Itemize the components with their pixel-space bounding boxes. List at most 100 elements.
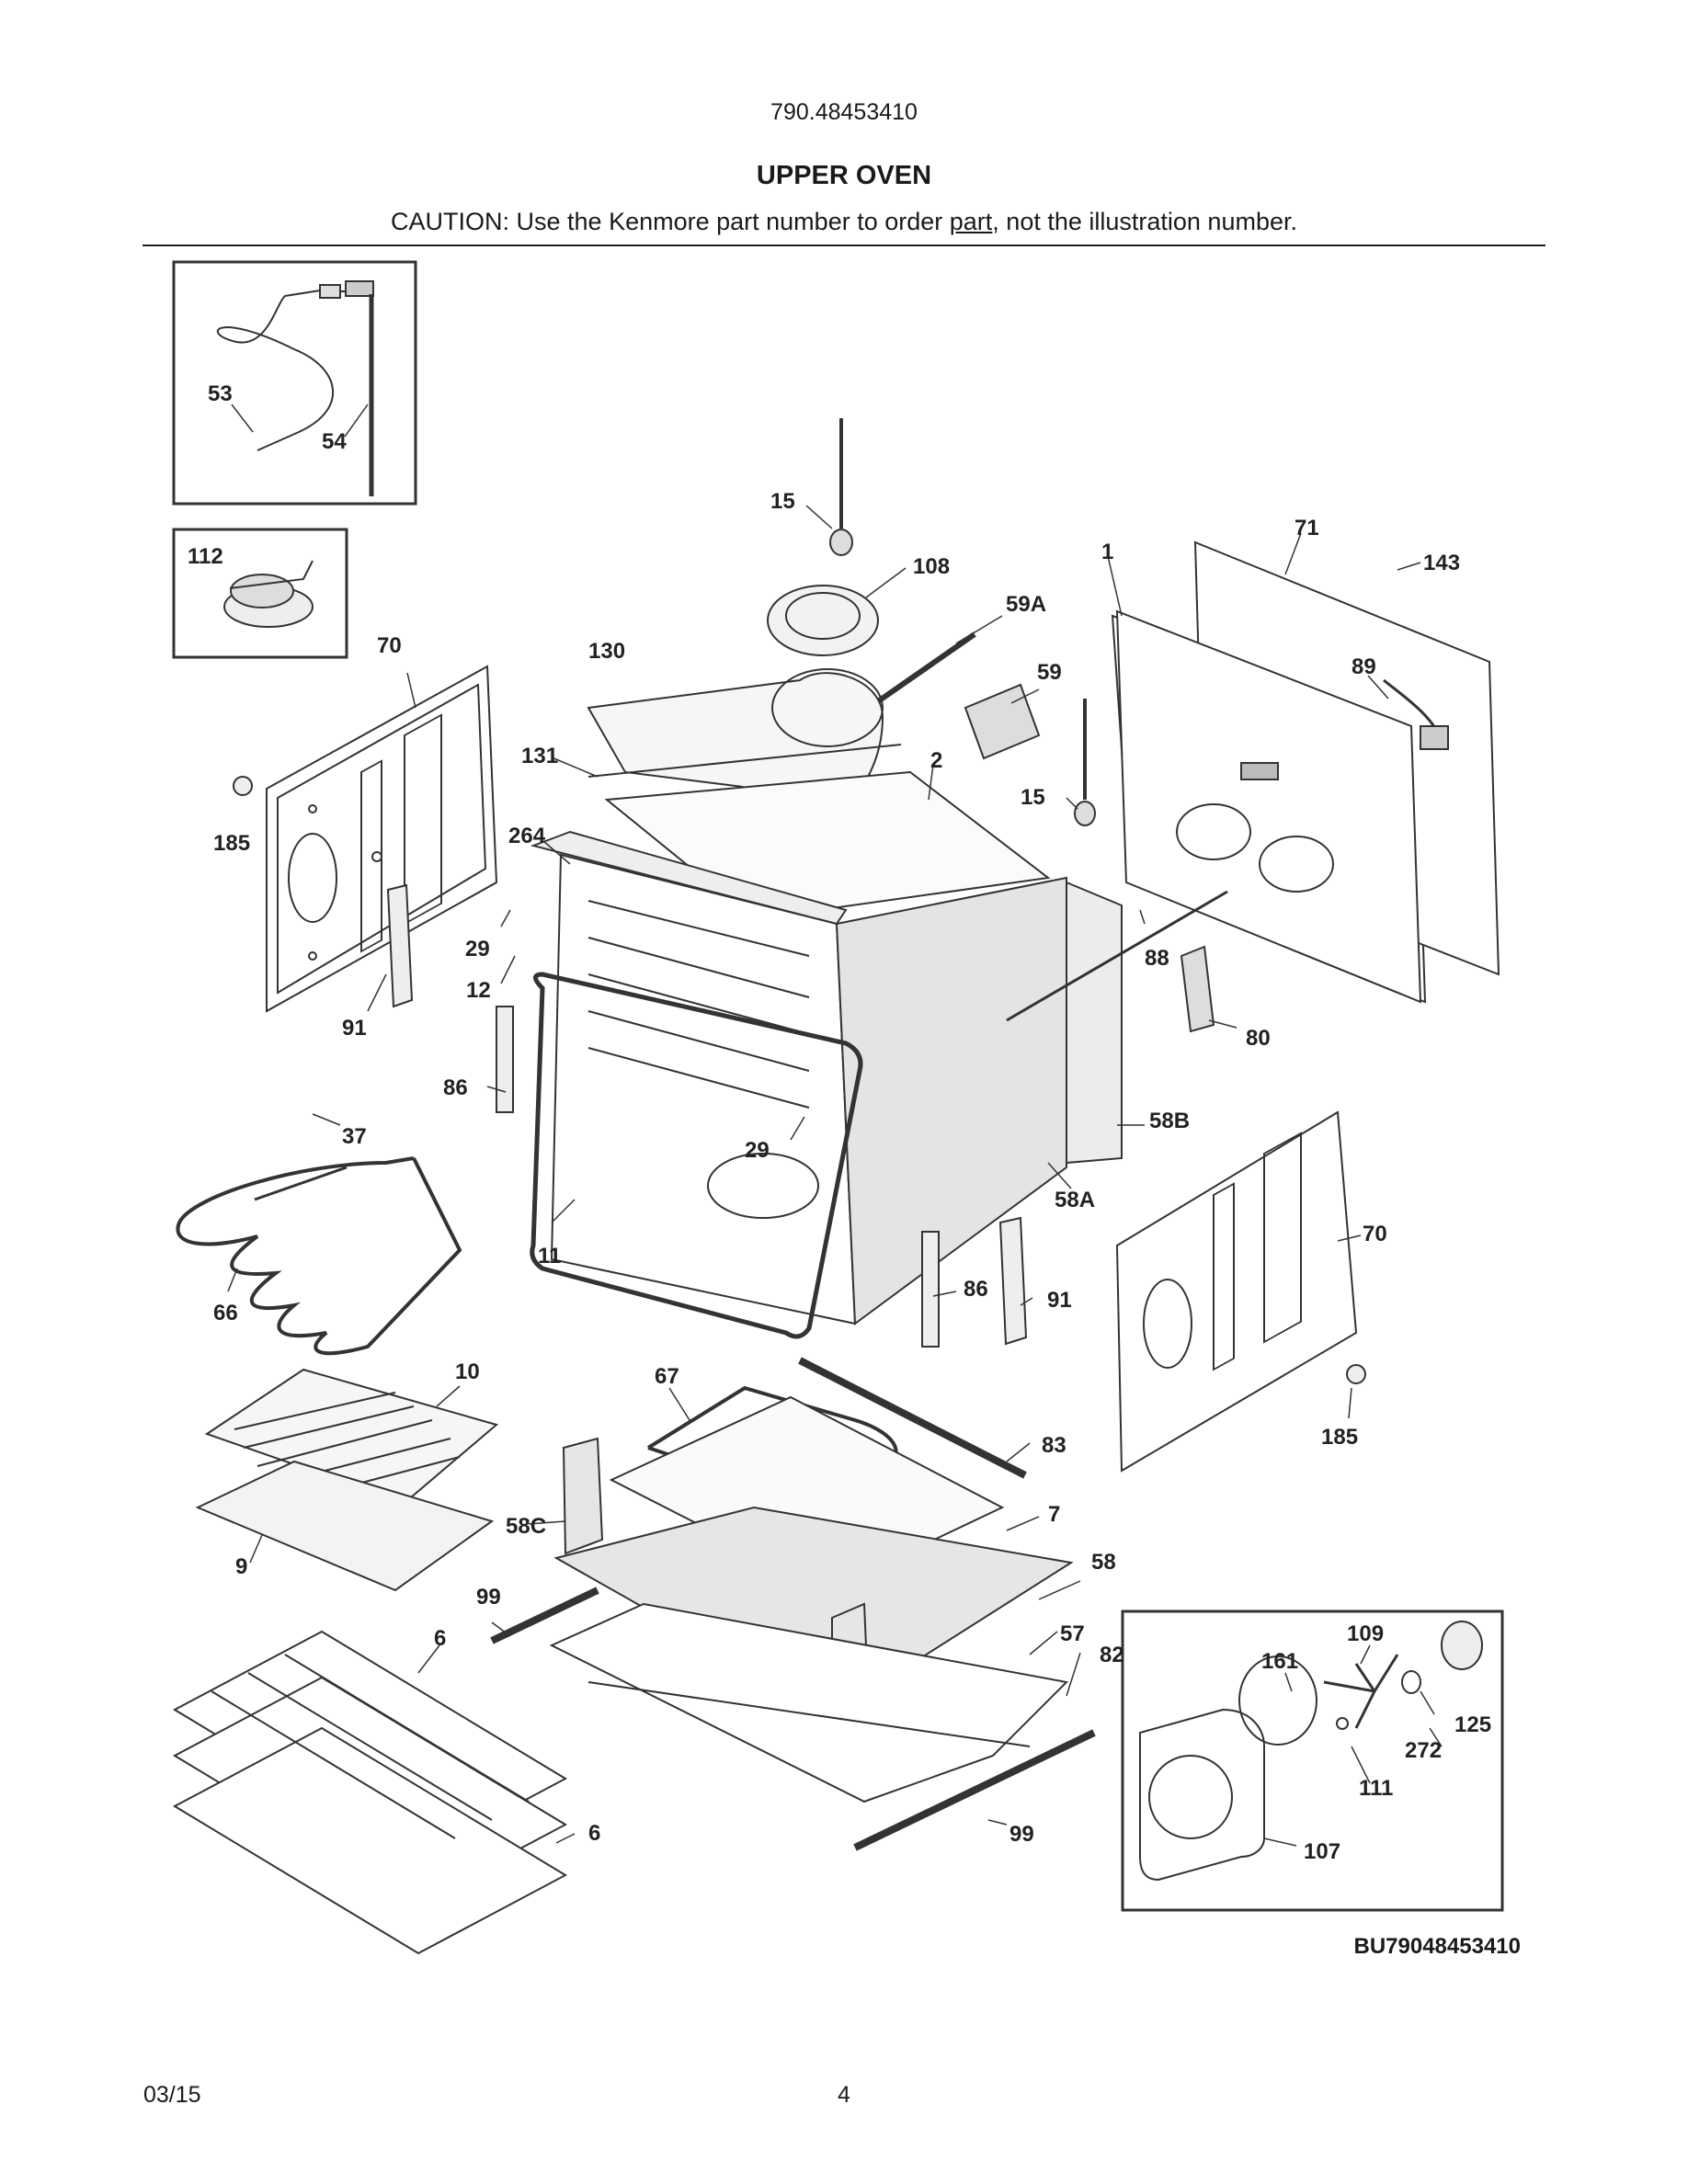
side-trim-strip-right — [998, 1216, 1028, 1346]
callout-53: 53 — [208, 381, 233, 406]
wire-harness-89-part — [1383, 678, 1449, 750]
callout-82: 82 — [1100, 1643, 1124, 1667]
callout-10: 10 — [455, 1359, 480, 1384]
callout-107: 107 — [1304, 1839, 1340, 1864]
callout-86-right: 86 — [964, 1277, 988, 1302]
footer-date: 03/15 — [143, 2082, 201, 2108]
callout-91-right: 91 — [1047, 1288, 1072, 1313]
nut-272 — [1401, 1670, 1421, 1694]
inset-probe-box — [172, 260, 417, 506]
callout-11: 11 — [538, 1244, 561, 1268]
callout-29-lower: 29 — [745, 1138, 770, 1163]
fan-element-161 — [1238, 1655, 1317, 1746]
callout-111: 111 — [1359, 1776, 1393, 1801]
callout-54: 54 — [322, 429, 347, 454]
broiler-pan-part — [195, 1368, 499, 1592]
callout-6-lower: 6 — [588, 1821, 600, 1846]
callout-66: 66 — [213, 1301, 238, 1325]
inset-convection-fan-box — [1121, 1610, 1504, 1912]
caution-text-end: , not the illustration number. — [992, 208, 1297, 235]
callout-131: 131 — [521, 744, 558, 768]
callout-58b: 58B — [1149, 1109, 1190, 1133]
insulation-58c-part — [562, 1437, 604, 1555]
callout-89: 89 — [1352, 654, 1376, 679]
broil-element-part — [176, 1156, 462, 1356]
callout-185-left: 185 — [213, 831, 250, 856]
callout-109: 109 — [1347, 1621, 1384, 1646]
meat-probe-part — [216, 284, 360, 451]
callout-57: 57 — [1060, 1621, 1085, 1646]
fan-blade-109 — [1323, 1654, 1399, 1729]
callout-58: 58 — [1091, 1550, 1116, 1575]
side-sensor-15-tip — [1074, 801, 1096, 826]
callout-67: 67 — [655, 1364, 679, 1389]
hinge-receiver-left — [496, 1006, 514, 1113]
bracket-83-part — [798, 1357, 1027, 1479]
callout-112: 112 — [188, 544, 223, 569]
callout-88: 88 — [1145, 946, 1169, 971]
callout-6-upper: 6 — [434, 1626, 446, 1651]
callout-12: 12 — [466, 978, 491, 1003]
door-gasket-part — [530, 972, 863, 1339]
duct-gasket-part — [587, 744, 902, 778]
callout-15-side: 15 — [1021, 785, 1045, 810]
oven-racks-part — [172, 1630, 568, 1955]
convection-mount-panel — [1176, 762, 1334, 893]
thermostat-part — [223, 560, 314, 628]
callout-143: 143 — [1423, 551, 1460, 575]
callout-29-upper: 29 — [465, 937, 490, 961]
fan-motor-125 — [1441, 1621, 1483, 1670]
callout-59a: 59A — [1006, 592, 1046, 617]
callout-161: 161 — [1261, 1649, 1298, 1674]
convection-fan-cover — [1139, 1708, 1265, 1882]
top-probe-sensor — [829, 418, 853, 556]
inset-thermostat-box — [172, 528, 348, 659]
callout-272: 272 — [1405, 1738, 1442, 1763]
bracket-59-part — [964, 683, 1041, 760]
oven-base-frame — [549, 1602, 1069, 1803]
caution-part-word: part — [949, 208, 993, 235]
model-number: 790.48453410 — [770, 99, 918, 125]
bumper-right-part — [1346, 1364, 1366, 1384]
diagram-code: BU79048453410 — [1353, 1934, 1522, 1959]
callout-86-left: 86 — [443, 1075, 468, 1100]
insulation-58b-part — [1066, 881, 1123, 1165]
callout-125: 125 — [1454, 1712, 1491, 1737]
header-divider — [143, 245, 1545, 246]
callout-264: 264 — [508, 824, 546, 848]
callout-130: 130 — [588, 639, 625, 664]
callout-59: 59 — [1037, 660, 1062, 685]
page-number: 4 — [838, 2082, 850, 2108]
callout-80: 80 — [1246, 1026, 1271, 1051]
probe-harness-part — [345, 280, 374, 496]
callout-1: 1 — [1101, 540, 1113, 564]
caution-text-start: CAUTION: Use the Kenmore part number to … — [391, 208, 950, 235]
left-side-panel — [266, 665, 498, 1013]
callout-83: 83 — [1042, 1433, 1066, 1458]
callout-2: 2 — [930, 748, 942, 773]
blower-motor-part — [767, 585, 879, 656]
right-side-panel — [1115, 1110, 1358, 1473]
rod-59a-part — [867, 631, 976, 711]
callout-71: 71 — [1295, 516, 1319, 540]
callout-15-top: 15 — [770, 489, 795, 514]
callout-91-left: 91 — [342, 1016, 367, 1041]
callout-58c: 58C — [506, 1514, 546, 1539]
callout-7: 7 — [1048, 1502, 1060, 1527]
page-title: UPPER OVEN — [756, 161, 932, 190]
bracket-80-part — [1180, 945, 1215, 1033]
callout-37: 37 — [342, 1124, 367, 1149]
callout-99-upper: 99 — [476, 1585, 501, 1610]
hinge-receiver-right — [921, 1231, 940, 1348]
callout-108: 108 — [913, 554, 950, 579]
callout-58a: 58A — [1055, 1188, 1095, 1212]
caution-note: CAUTION: Use the Kenmore part number to … — [0, 208, 1688, 236]
side-trim-strip-left — [386, 883, 414, 1008]
callout-185-right: 185 — [1321, 1425, 1358, 1450]
broil-element-sensor-37 — [254, 1166, 348, 1201]
bumper-left-part — [233, 776, 253, 796]
callout-70-left: 70 — [377, 633, 402, 658]
callout-99-lower: 99 — [1009, 1822, 1034, 1847]
rear-inner-panel — [1115, 609, 1422, 1004]
washer-111 — [1336, 1717, 1349, 1730]
